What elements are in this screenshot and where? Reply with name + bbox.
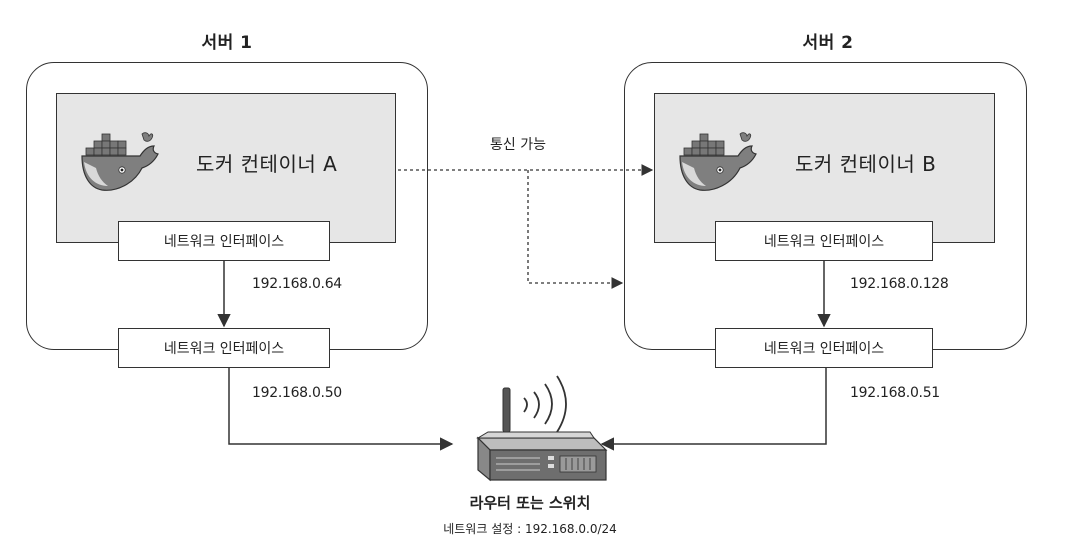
container-a-label: 도커 컨테이너 A [196,152,338,176]
router-icon [476,387,608,482]
server-2-to-router-arrow [600,368,827,451]
wifi-signal-icon [523,375,567,433]
container-b-box [654,93,995,243]
container-b-network-interface: 네트워크 인터페이스 [715,221,933,261]
container-a-ip: 192.168.0.64 [252,276,342,292]
server-2-title: 서버 2 [802,33,854,53]
server-1-network-interface: 네트워크 인터페이스 [118,328,330,368]
server-1-to-router-arrow [228,368,454,451]
docker-whale-icon [679,132,757,191]
network-setting-label: 네트워크 설정 : 192.168.0.0/24 [443,522,617,536]
router-caption: 라우터 또는 스위치 [469,494,591,512]
dashed-arrow-to-server-2 [527,170,624,289]
server-1-title: 서버 1 [201,33,253,53]
communication-label: 통신 가능 [490,137,546,153]
docker-whale-icon [81,132,159,191]
server-2-ip: 192.168.0.51 [850,385,940,401]
container-a-network-interface: 네트워크 인터페이스 [118,221,330,261]
container-b-label: 도커 컨테이너 B [795,152,937,176]
container-b-ip: 192.168.0.128 [850,276,949,292]
server-1-ip: 192.168.0.50 [252,385,342,401]
server-2-network-interface: 네트워크 인터페이스 [715,328,933,368]
